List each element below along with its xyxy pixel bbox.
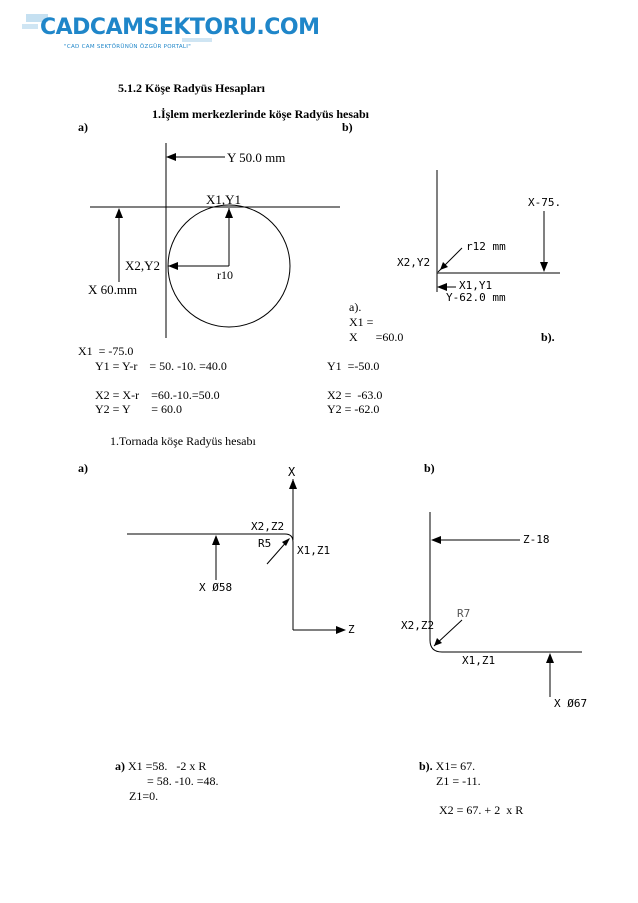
label-x2y2-b: X2,Y2: [397, 256, 431, 269]
logo-tagline: "CAD CAM SEKTÖRÜNÜN ÖZGÜR PORTALI": [64, 44, 192, 50]
label-r5: R5: [258, 537, 272, 550]
arrow-z-axis: [336, 626, 346, 634]
calc2-b-line1: b). X1= 67.: [419, 760, 475, 772]
arrow-z: [431, 536, 441, 544]
calc2-a-line1: a) X1 =58. -2 x R: [115, 760, 206, 772]
subtitle-milling: 1.İşlem merkezlerinde köşe Radyüs hesabı: [152, 107, 369, 121]
logo-name: CADCAMSEKTORU.COM: [40, 15, 320, 40]
label-r10: r10: [217, 268, 233, 282]
label-x2y2-a: X2,Y2: [125, 258, 161, 273]
calc2-b-line3: X2 = 67. + 2 x R: [439, 803, 524, 817]
label-r12: r12 mm: [466, 240, 506, 253]
arrow-x: [546, 653, 554, 663]
label-x67: X Ø67: [554, 697, 588, 710]
label-b-turning: b): [424, 461, 435, 475]
arrow-x2y2: [168, 262, 178, 270]
arrow-y: [437, 283, 447, 291]
arrow-x: [540, 262, 548, 272]
calc2-a-line2: = 58. -10. =48.: [147, 774, 219, 788]
calc2-b-line2: Z1 = -11.: [436, 774, 481, 788]
label-a-turning: a): [78, 461, 88, 475]
arrow-x1y1: [225, 208, 233, 218]
label-y62: Y-62.0 mm: [446, 291, 506, 304]
calc1-x2-b: X2 = -63.0: [327, 388, 383, 402]
label-a-milling: a): [78, 120, 88, 134]
subtitle-turning: 1.Tornada köşe Radyüs hesabı: [110, 434, 256, 448]
calc2-b-line1-text: X1= 67.: [432, 759, 476, 773]
calc2-a-line3: Z1=0.: [129, 789, 159, 803]
label-x1y1-a: X1,Y1: [206, 192, 242, 207]
calc1-y1-a: Y1 = Y-r = 50. -10. =40.0: [95, 359, 227, 373]
corner-arc: [284, 533, 294, 543]
calc1-x2-a: X2 = X-r =60.-10.=50.0: [95, 388, 220, 402]
calc1-y2-b: Y2 = -62.0: [327, 402, 380, 416]
label-x60: X 60.mm: [88, 282, 138, 297]
label-x1y1-b: X1,Y1: [459, 279, 493, 292]
calc1-x1-val: X1 = -75.0: [78, 344, 134, 358]
calc1-y1-b: Y1 =-50.0: [327, 359, 380, 373]
label-x1z1-a: X1,Z1: [297, 544, 331, 557]
label-x2z2-b: X2,Z2: [401, 619, 435, 632]
calc2-b-tag: b).: [419, 759, 433, 773]
label-y50: Y 50.0 mm: [227, 150, 286, 165]
label-x-axis: X: [288, 465, 296, 479]
arrow-radius: [440, 262, 448, 270]
arrow-y: [166, 153, 176, 161]
corner-arc: [429, 639, 443, 653]
label-z-axis: Z: [348, 623, 355, 636]
calc1-x-eq: X =60.0: [349, 330, 404, 344]
calc1-b-tag: b).: [541, 330, 555, 344]
calc1-y2-a: Y2 = Y = 60.0: [95, 402, 182, 416]
calc1-a-tag: a).: [349, 300, 362, 314]
section-title: 5.1.2 Köşe Radyüs Hesapları: [118, 81, 266, 95]
calc2-a-line1-text: X1 =58. -2 x R: [125, 759, 207, 773]
arrow-x: [115, 208, 123, 218]
label-x2z2-a: X2,Z2: [251, 520, 285, 533]
label-x75: X-75.: [528, 196, 562, 209]
arrow-radius: [434, 638, 442, 646]
label-x58: X Ø58: [199, 581, 233, 594]
label-x1z1-b: X1,Z1: [462, 654, 496, 667]
label-b-milling: b): [342, 120, 353, 134]
arrow-x-dimension: [212, 535, 220, 545]
calc2-a-tag: a): [115, 759, 125, 773]
arrow-radius: [282, 538, 290, 546]
calc1-x1-eq: X1 =: [349, 315, 374, 329]
label-z18: Z-18: [523, 533, 550, 546]
label-r7: R7: [457, 607, 471, 620]
arrow-x-axis: [289, 479, 297, 489]
